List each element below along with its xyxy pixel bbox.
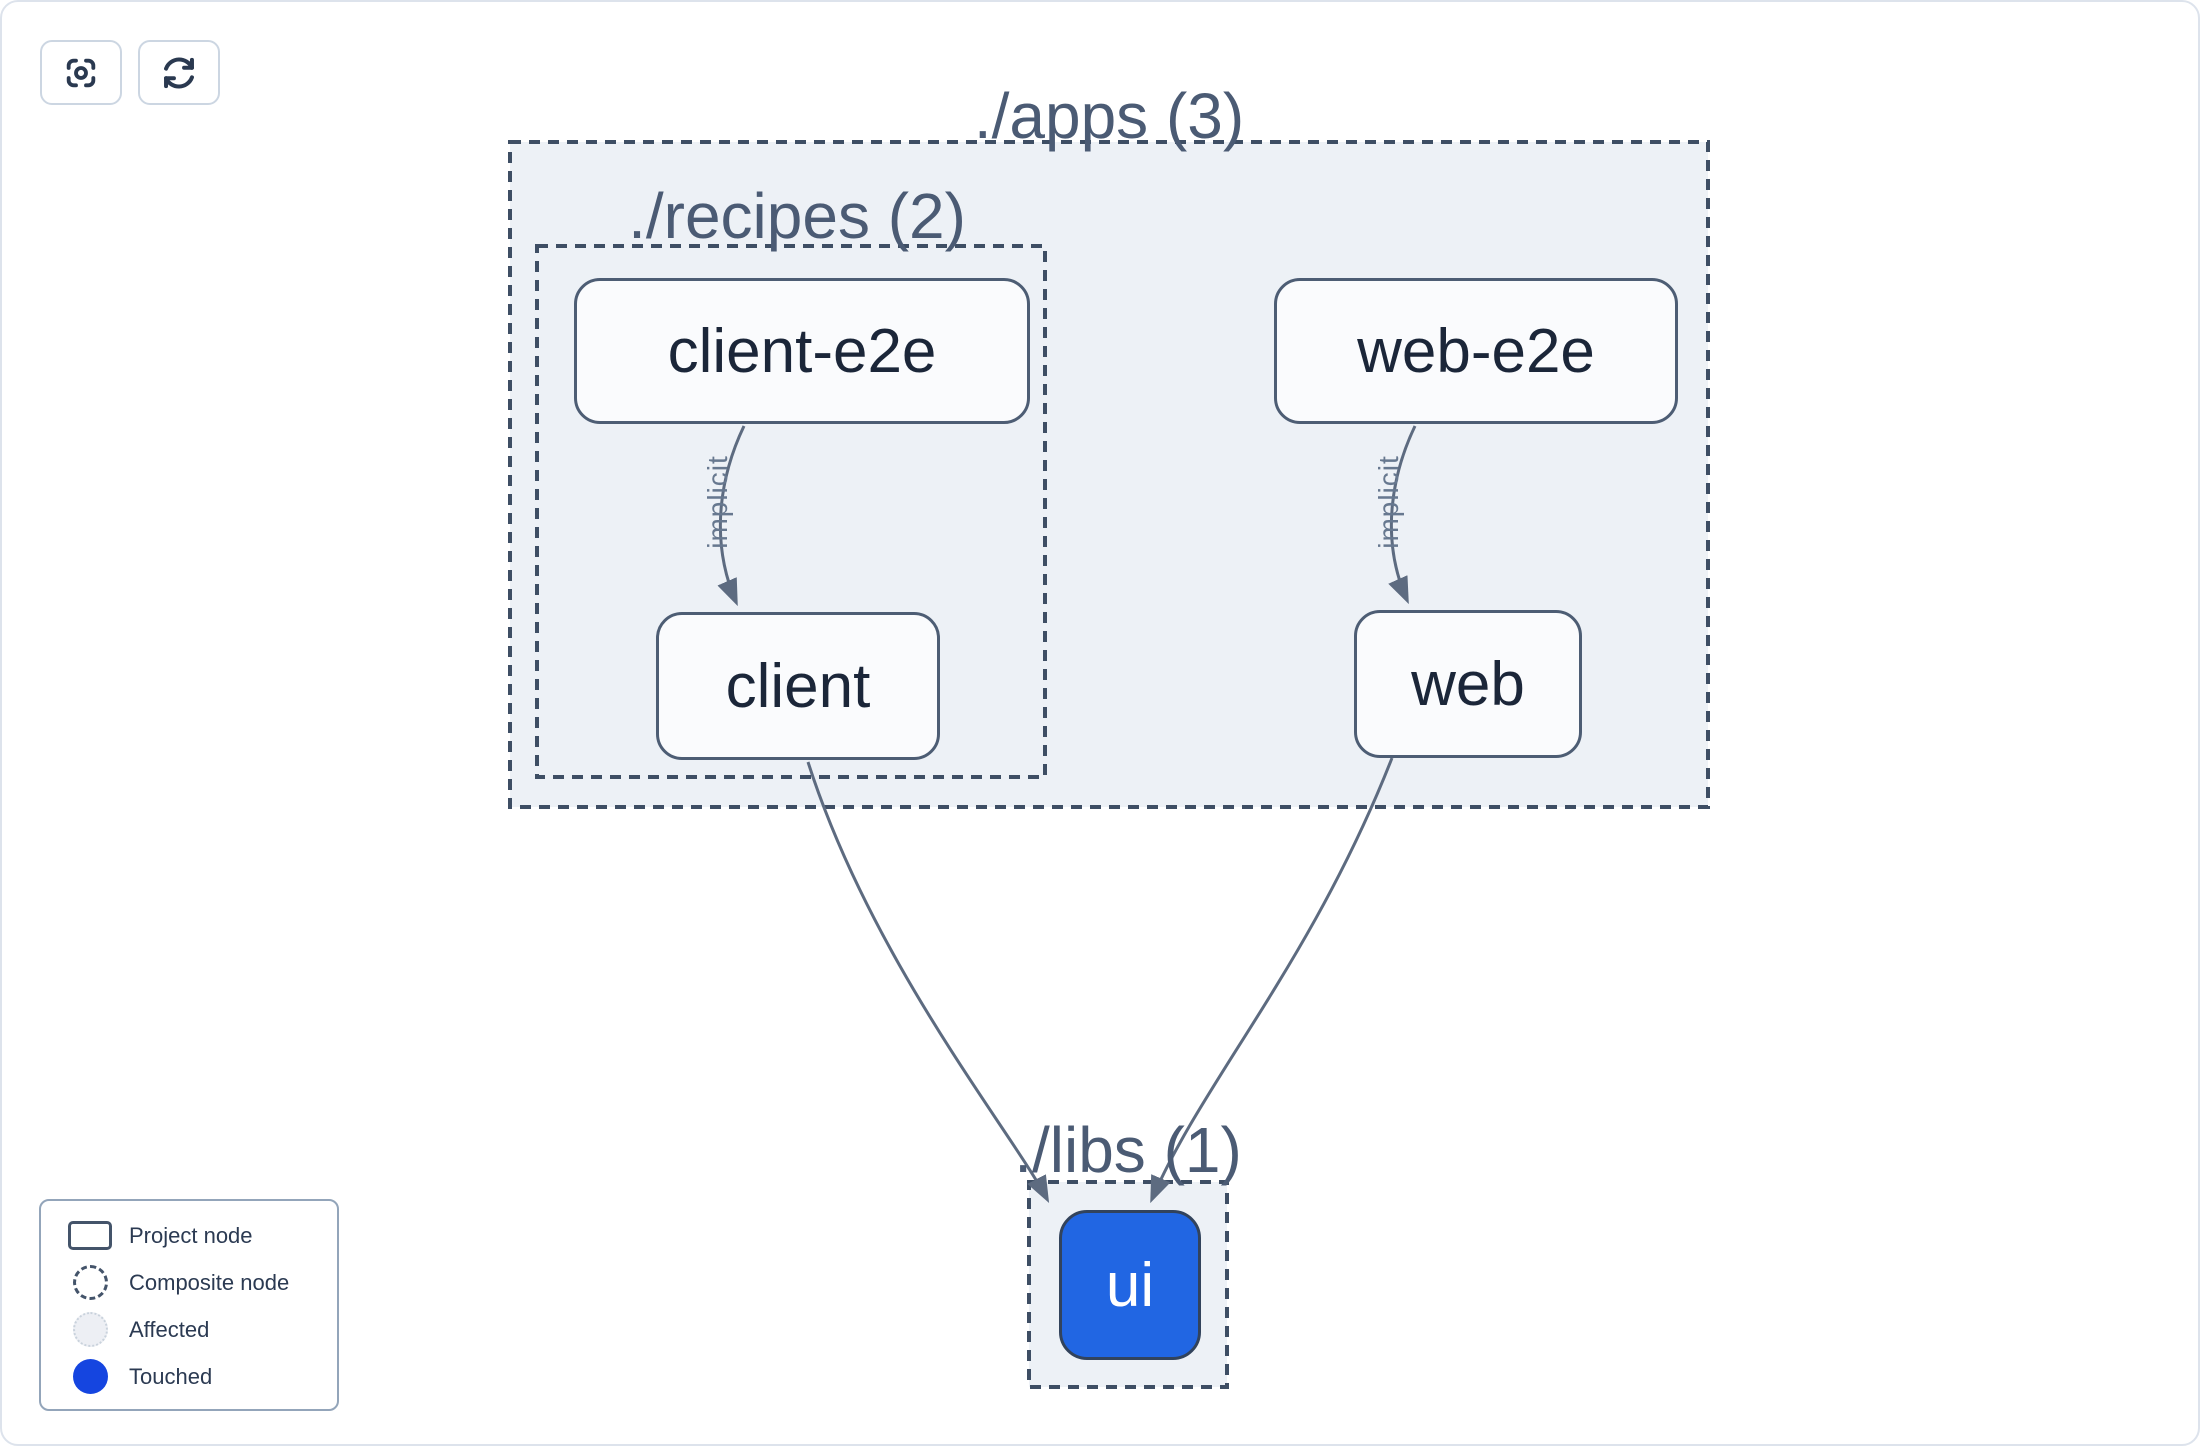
node-ui[interactable]: ui xyxy=(1059,1210,1201,1360)
legend-item-affected: Affected xyxy=(41,1306,337,1353)
node-web[interactable]: web xyxy=(1354,610,1582,758)
group-title-apps: ./apps (3) xyxy=(973,80,1245,152)
edge-web-to-ui[interactable] xyxy=(1150,757,1394,1204)
toolbar xyxy=(40,40,220,105)
affected-swatch-icon xyxy=(72,1312,108,1347)
node-client-e2e[interactable]: client-e2e xyxy=(574,278,1030,424)
refresh-button[interactable] xyxy=(138,40,220,105)
group-title-libs: ./libs (1) xyxy=(1014,1114,1242,1186)
edge-web-e2e-to-web[interactable] xyxy=(1388,425,1417,605)
legend-label: Affected xyxy=(129,1316,210,1342)
legend-panel: Project node Composite node Affected Tou… xyxy=(39,1199,339,1411)
focus-reset-button[interactable] xyxy=(40,40,122,105)
refresh-icon xyxy=(158,52,200,94)
focus-icon xyxy=(61,53,101,93)
project-node-swatch-icon xyxy=(68,1221,112,1250)
legend-item-composite-node: Composite node xyxy=(41,1259,337,1306)
edge-client-e2e-to-client[interactable] xyxy=(717,425,746,607)
node-web-e2e[interactable]: web-e2e xyxy=(1274,278,1678,424)
legend-label: Composite node xyxy=(129,1269,290,1295)
composite-node-swatch-icon xyxy=(72,1265,108,1300)
legend-item-project-node: Project node xyxy=(41,1212,337,1259)
legend-item-touched: Touched xyxy=(41,1353,337,1400)
edge-client-to-ui[interactable] xyxy=(806,761,1050,1203)
node-label: client-e2e xyxy=(667,316,937,386)
group-title-recipes: ./recipes (2) xyxy=(628,180,966,252)
node-client[interactable]: client xyxy=(656,612,940,760)
node-label: web xyxy=(1411,649,1525,719)
edge-label-implicit: implicit xyxy=(1373,455,1404,549)
touched-swatch-icon xyxy=(72,1359,108,1394)
node-label: ui xyxy=(1105,1250,1155,1320)
legend-label: Project node xyxy=(129,1222,253,1248)
node-label: web-e2e xyxy=(1357,316,1595,386)
legend-label: Touched xyxy=(129,1363,213,1389)
node-label: client xyxy=(725,651,871,721)
edge-label-implicit: implicit xyxy=(702,455,733,549)
